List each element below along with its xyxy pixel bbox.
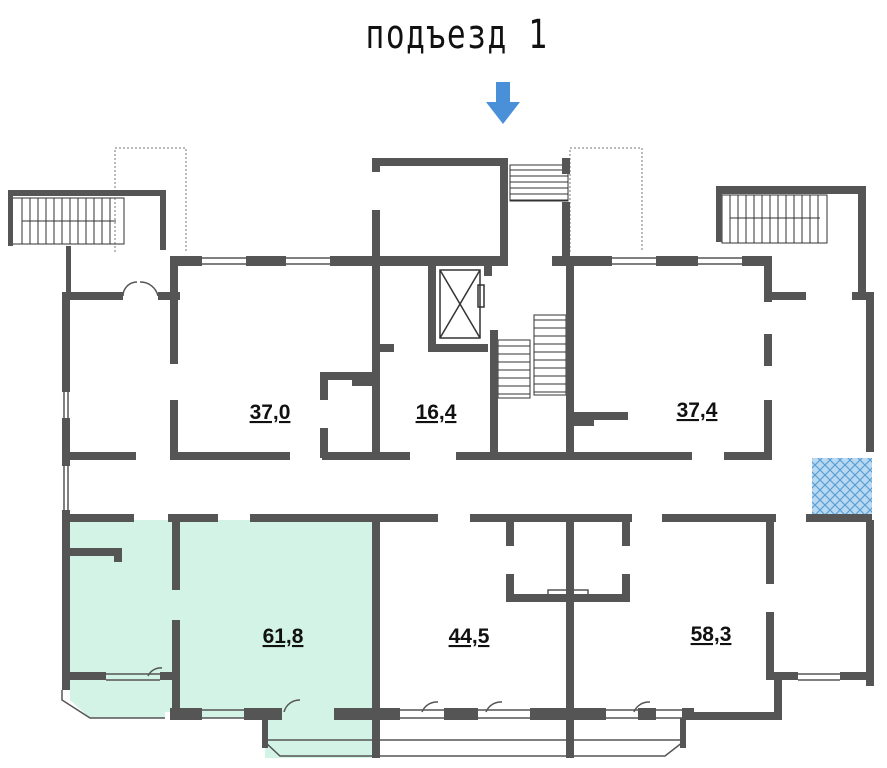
apartment-labels: 37,0 16,4 37,4 61,8 44,5 58,3	[250, 399, 732, 648]
entrance-title: подъезд 1	[365, 12, 549, 58]
apartment-area-label: 44,5	[449, 625, 490, 648]
apartment-area-label: 58,3	[691, 623, 732, 646]
windows	[61, 257, 840, 757]
arrow-down-icon	[486, 82, 520, 124]
highlighted-apartment-fill	[70, 520, 375, 758]
ventilation-shaft	[812, 458, 872, 516]
elevator-shaft-icon	[439, 269, 485, 339]
apartment-area-label: 61,8	[263, 625, 304, 648]
walls	[8, 158, 874, 758]
apartment-area-label: 16,4	[416, 401, 457, 424]
staircase-icon	[11, 164, 828, 399]
apartment-area-label: 37,4	[677, 399, 718, 422]
balcony-outlines	[114, 147, 643, 252]
apartment-area-label: 37,0	[250, 401, 291, 424]
